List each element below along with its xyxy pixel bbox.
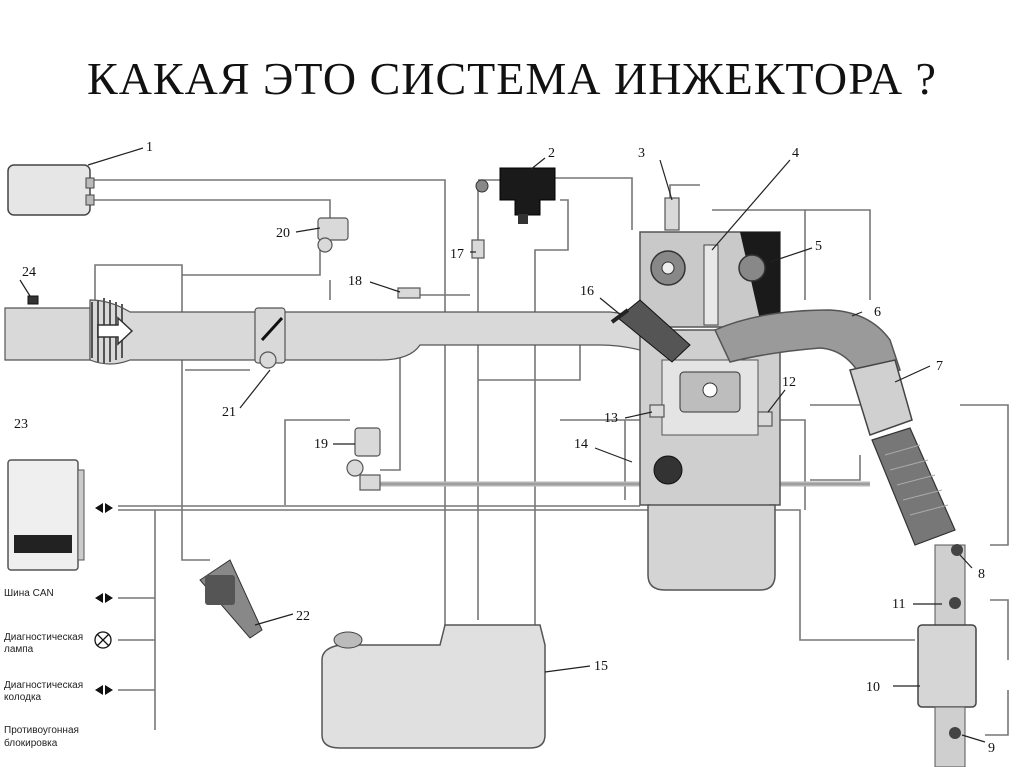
label-23: 23: [14, 417, 28, 432]
diag-lamp-label-2: лампа: [4, 644, 34, 655]
sensor-17: [471, 239, 485, 259]
fuel-pump-2: [475, 167, 556, 224]
engine-block: [639, 197, 781, 591]
ecu-module-1: [7, 164, 95, 216]
label-12: 12: [782, 375, 796, 390]
label-3: 3: [638, 146, 645, 161]
lamp-cross-icon: [94, 631, 112, 649]
part-numbers: 1 2 3 4 5 6 7 8 9 10 11 12 13 14 15 16 1…: [14, 140, 995, 756]
exhaust-pipe: [917, 544, 977, 767]
label-2: 2: [548, 146, 555, 161]
label-7: 7: [936, 359, 943, 374]
label-20: 20: [276, 226, 290, 241]
label-14: 14: [574, 437, 588, 452]
immo-label-2: блокировка: [4, 737, 58, 749]
label-10: 10: [866, 680, 880, 695]
label-5: 5: [815, 239, 822, 254]
side-labels: Шина CAN Диагностическая лампа Диагности…: [4, 588, 83, 749]
leader-lines: [19, 147, 986, 743]
label-16: 16: [580, 284, 594, 299]
label-9: 9: [988, 741, 995, 756]
label-11: 11: [892, 597, 905, 612]
catalyst-7: [849, 359, 913, 436]
wiring-harness: [90, 177, 1009, 736]
label-15: 15: [594, 659, 608, 674]
page-title: КАКАЯ ЭТО СИСТЕМА ИНЖЕКТОРА ?: [87, 53, 937, 104]
injector-16: [610, 299, 691, 363]
label-6: 6: [874, 305, 881, 320]
label-22: 22: [296, 609, 310, 624]
label-17: 17: [450, 247, 464, 262]
diag-conn-label-2: колодка: [4, 692, 42, 703]
immo-label-1: Противоугонная: [4, 725, 79, 736]
pedal-22: [199, 559, 263, 639]
label-24: 24: [22, 265, 36, 280]
valve-19: [346, 427, 381, 491]
flex-pipe: [871, 427, 956, 546]
intake-manifold: [4, 287, 656, 369]
can-bus-label: Шина CAN: [4, 588, 54, 599]
label-1: 1: [146, 140, 153, 155]
label-8: 8: [978, 567, 985, 582]
diag-conn-label-1: Диагностическая: [4, 680, 83, 691]
exhaust-manifold: [713, 309, 901, 386]
label-4: 4: [792, 146, 799, 161]
purge-valve-20: [317, 217, 349, 253]
flow-arrow-icon: [97, 316, 134, 346]
double-arrow-icon: [95, 503, 113, 695]
label-19: 19: [314, 437, 328, 452]
label-13: 13: [604, 411, 618, 426]
diag-lamp-label-1: Диагностическая: [4, 632, 83, 643]
label-18: 18: [348, 274, 362, 289]
fuel-tank-15: [321, 624, 546, 749]
ecu-module-23: [7, 459, 85, 571]
label-21: 21: [222, 405, 236, 420]
